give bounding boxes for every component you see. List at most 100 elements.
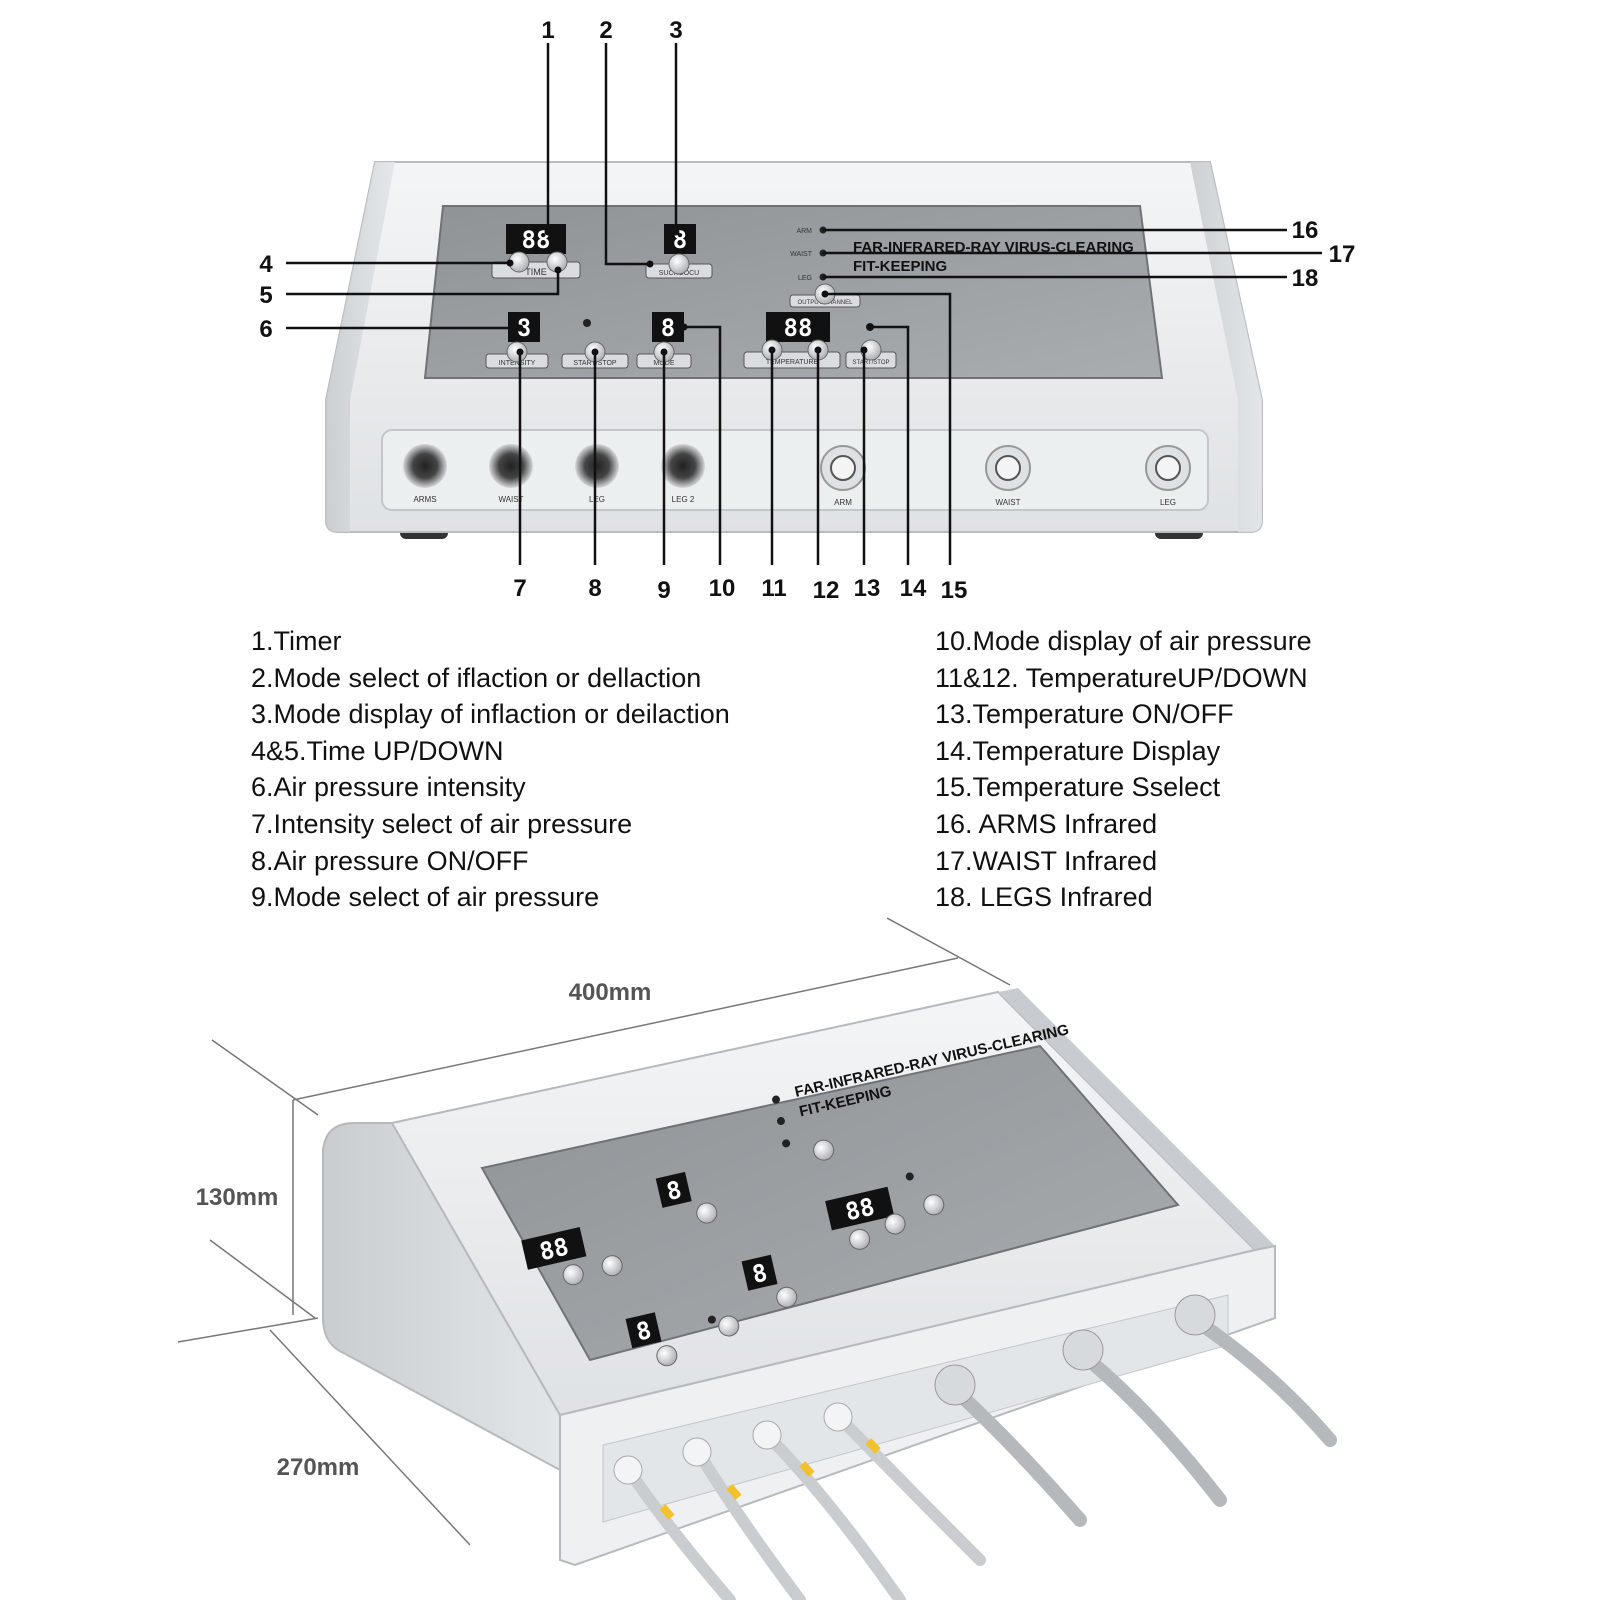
air-port-arms-label: ARMS [413,495,436,504]
leader-2 [604,43,650,266]
leg-led-label: LEG [798,275,812,282]
legend-item: 15.Temperature Sselect [935,772,1221,803]
depth-extension-line [177,1317,319,1343]
infrared-cable-leg [1188,1313,1337,1447]
intensity-label: INTENSITY [499,360,536,367]
device-perspective-view: 400mm 130mm 270mm FAR-INFRARED-RAY VIRUS… [177,917,1337,1600]
infrared-port-arm-label: ARM [834,498,852,507]
perspective-timer-value: 88 [537,1232,571,1266]
leader-15 [825,292,952,565]
perspective-air-mode-display [741,1254,778,1291]
air-port-leg2[interactable] [661,444,705,488]
infrared-port-leg-socket [1155,455,1181,481]
arm-led-label: ARM [796,228,812,235]
temperature-display-value: 88 [784,314,813,342]
height-dimension-label: 130mm [196,1184,279,1211]
callout-2: 2 [599,17,612,44]
callout-17: 17 [1329,241,1356,268]
air-port-waist-label: WAIST [498,495,523,504]
callout-4: 4 [259,251,273,278]
infrared-port-leg-label: LEG [1160,498,1176,507]
inflation-mode-button[interactable] [668,253,690,275]
air-port-arms[interactable] [403,444,447,488]
callout-13: 13 [854,575,881,602]
width-dimension-label: 400mm [569,979,652,1006]
perspective-temperature-display [825,1186,895,1231]
perspective-air-start-stop-button[interactable] [717,1314,741,1338]
infrared-port-arm-socket [830,455,856,481]
infrared-port-waist-socket [995,455,1021,481]
perspective-arm-led [772,1095,781,1104]
callout-6: 6 [259,316,272,343]
cables [626,1313,1337,1600]
infrared-cable-arm [948,1383,1087,1527]
callout-3: 3 [669,17,682,44]
depth-dimension-line [269,1329,471,1546]
inflation-mode-display [664,224,696,254]
air-ports: ARMS WAIST LEG LEG 2 [403,444,705,504]
perspective-air-led [707,1315,716,1324]
perspective-output-channel-button[interactable] [812,1138,836,1162]
legend-item: 9.Mode select of air pressure [251,882,600,913]
infrared-port-waist-label: WAIST [995,498,1020,507]
perspective-temperature-down-button[interactable] [883,1212,907,1236]
infrared-cable-waist [1076,1348,1227,1507]
height-extension-line [209,1239,316,1319]
infrared-ports: ARM WAIST LEG [820,445,1191,507]
device-left-bevel [326,162,395,532]
intensity-display-value: 8 [517,314,531,342]
legend-item: 13.Temperature ON/OFF [935,699,1234,730]
device-right-bevel [1190,162,1262,532]
callout-10: 10 [709,575,736,602]
cable-waist [694,1449,806,1600]
callout-1: 1 [541,17,554,44]
air-port-leg[interactable] [575,444,619,488]
width-extension-line [886,917,1011,986]
perspective-temperature-start-stop-button[interactable] [922,1193,946,1217]
air-mode-display [652,312,684,342]
air-pressure-led [583,319,591,327]
perspective-temperature-led [905,1172,914,1181]
air-mode-display-value: 8 [661,314,675,342]
callout-16: 16 [1292,217,1319,244]
device-right-edge [998,988,1275,1250]
timer-display [506,224,566,254]
perspective-time-down-button[interactable] [600,1254,624,1278]
legend-item: 16. ARMS Infrared [935,808,1158,839]
width-extension-left [211,1039,319,1116]
perspective-time-up-button[interactable] [561,1263,585,1287]
temperature-label: TEMPERATURE [766,359,819,366]
leader-14 [870,325,910,565]
air-port-waist[interactable] [489,444,533,488]
callout-14: 14 [900,575,927,602]
device-front-view: 88 8 8 8 88 ARM WAIST LEG FAR-INFRARED-R… [325,161,1263,539]
perspective-temperature-up-button[interactable] [848,1227,872,1251]
leader-5 [286,270,560,296]
cable-arms [626,1469,736,1600]
control-panel [423,205,1164,379]
callout-15: 15 [941,577,968,604]
leader-10 [684,325,722,565]
legend-item: 1.Timer [251,626,342,656]
callout-8: 8 [588,575,601,602]
callout-18: 18 [1292,265,1319,292]
panel-title-line2: FIT-KEEPING [853,258,947,275]
perspective-leg-led [782,1139,791,1148]
perspective-inflation-mode-button[interactable] [695,1201,719,1225]
legend-item: 18. LEGS Infrared [935,882,1153,913]
perspective-waist-led [776,1117,785,1126]
perspective-intensity-display [625,1312,662,1349]
callout-5: 5 [259,282,272,309]
perspective-intensity-button[interactable] [655,1344,679,1368]
width-dimension-line [292,957,959,1101]
legend-item: 6.Air pressure intensity [251,772,526,803]
perspective-air-mode-value: 8 [750,1258,770,1289]
perspective-air-mode-button[interactable] [775,1285,799,1309]
leader-dots [506,228,874,356]
callout-numbers: 1 2 3 4 5 6 16 17 18 7 8 9 10 11 12 13 1… [259,17,1355,604]
cable-leg [764,1432,906,1600]
cable-leg2 [836,1414,986,1566]
callout-12: 12 [813,577,840,604]
perspective-mode-display [655,1171,692,1208]
